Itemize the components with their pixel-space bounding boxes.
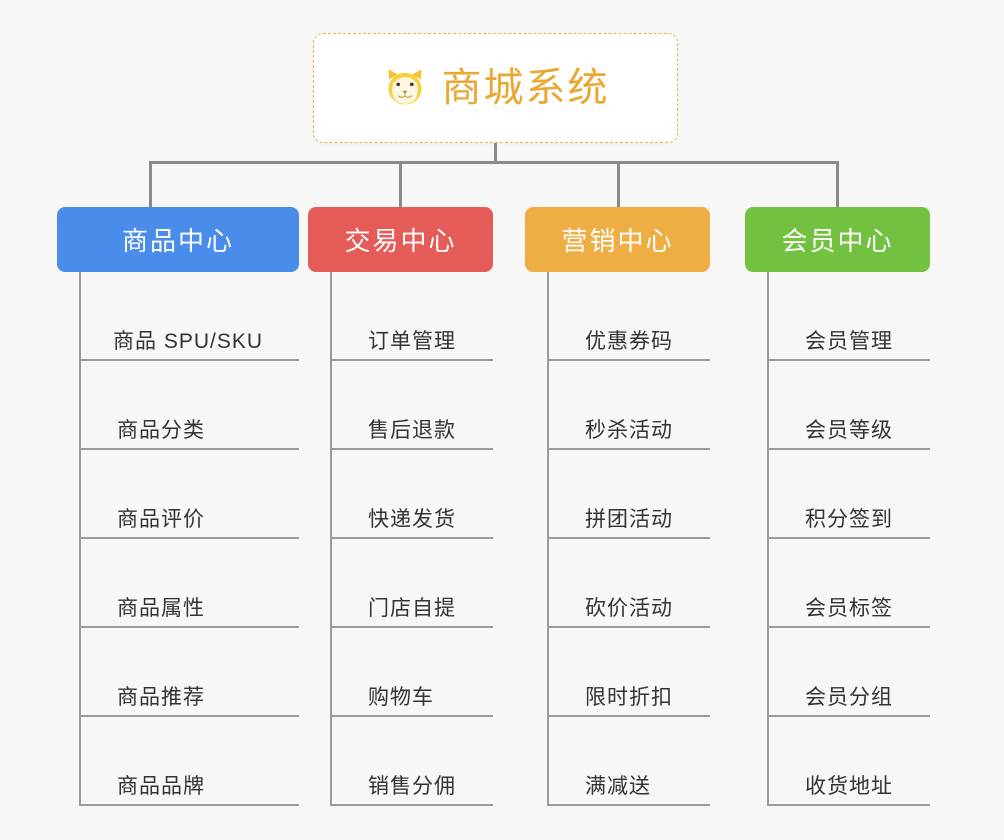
leaf-label: 秒杀活动 — [549, 419, 710, 450]
horizontal-bus-connector — [149, 161, 839, 164]
branch-column-marketing: 营销中心 优惠券码 秒杀活动 拼团活动 砍价活动 限时折扣 满减送 — [525, 207, 710, 806]
leaf-label: 满减送 — [549, 775, 710, 806]
list-item[interactable]: 收货地址 — [769, 717, 930, 806]
list-item[interactable]: 满减送 — [549, 717, 710, 806]
category-box-trade[interactable]: 交易中心 — [308, 207, 493, 272]
leaf-label: 订单管理 — [332, 330, 493, 361]
list-item[interactable]: 会员分组 — [769, 628, 930, 717]
leaf-label: 限时折扣 — [549, 686, 710, 717]
leaf-list-trade: 订单管理 售后退款 快递发货 门店自提 购物车 销售分佣 — [330, 272, 493, 806]
leaf-label: 门店自提 — [332, 597, 493, 628]
leaf-label: 拼团活动 — [549, 508, 710, 539]
leaf-label: 商品 SPU/SKU — [81, 330, 299, 361]
list-item[interactable]: 快递发货 — [332, 450, 493, 539]
list-item[interactable]: 秒杀活动 — [549, 361, 710, 450]
list-item[interactable]: 限时折扣 — [549, 628, 710, 717]
leaf-label: 砍价活动 — [549, 597, 710, 628]
leaf-label: 售后退款 — [332, 419, 493, 450]
category-label: 会员中心 — [781, 226, 894, 256]
leaf-label: 商品评价 — [81, 508, 299, 539]
leaf-label: 会员分组 — [769, 686, 930, 717]
list-item[interactable]: 商品推荐 — [81, 628, 299, 717]
leaf-label: 优惠券码 — [549, 330, 710, 361]
list-item[interactable]: 会员标签 — [769, 539, 930, 628]
leaf-list-product: 商品 SPU/SKU 商品分类 商品评价 商品属性 商品推荐 商品品牌 — [79, 272, 299, 806]
drop-connector-3 — [836, 161, 839, 208]
leaf-label: 销售分佣 — [332, 775, 493, 806]
list-item[interactable]: 拼团活动 — [549, 450, 710, 539]
category-box-product[interactable]: 商品中心 — [57, 207, 299, 272]
category-label: 商品中心 — [121, 226, 234, 256]
category-label: 交易中心 — [344, 226, 457, 256]
leaf-list-member: 会员管理 会员等级 积分签到 会员标签 会员分组 收货地址 — [767, 272, 930, 806]
leaf-label: 购物车 — [332, 686, 493, 717]
root-trunk-connector — [494, 143, 497, 163]
leaf-label: 快递发货 — [332, 508, 493, 539]
list-item[interactable]: 售后退款 — [332, 361, 493, 450]
list-item[interactable]: 商品分类 — [81, 361, 299, 450]
list-item[interactable]: 积分签到 — [769, 450, 930, 539]
list-item[interactable]: 会员等级 — [769, 361, 930, 450]
branch-column-member: 会员中心 会员管理 会员等级 积分签到 会员标签 会员分组 收货地址 — [745, 207, 930, 806]
leaf-label: 商品推荐 — [81, 686, 299, 717]
leaf-label: 积分签到 — [769, 508, 930, 539]
leaf-list-marketing: 优惠券码 秒杀活动 拼团活动 砍价活动 限时折扣 满减送 — [547, 272, 710, 806]
category-box-marketing[interactable]: 营销中心 — [525, 207, 710, 272]
root-node[interactable]: 商城系统 — [313, 33, 678, 143]
drop-connector-0 — [149, 161, 152, 208]
list-item[interactable]: 门店自提 — [332, 539, 493, 628]
leaf-label: 商品品牌 — [81, 775, 299, 806]
leaf-label: 会员等级 — [769, 419, 930, 450]
branch-column-trade: 交易中心 订单管理 售后退款 快递发货 门店自提 购物车 销售分佣 — [308, 207, 493, 806]
root-title: 商城系统 — [441, 66, 610, 110]
drop-connector-1 — [399, 161, 402, 208]
category-label: 营销中心 — [561, 226, 674, 256]
leaf-label: 收货地址 — [769, 775, 930, 806]
category-box-member[interactable]: 会员中心 — [745, 207, 930, 272]
list-item[interactable]: 购物车 — [332, 628, 493, 717]
list-item[interactable]: 商品属性 — [81, 539, 299, 628]
branch-column-product: 商品中心 商品 SPU/SKU 商品分类 商品评价 商品属性 商品推荐 商品品牌 — [57, 207, 299, 806]
leaf-label: 会员管理 — [769, 330, 930, 361]
list-item[interactable]: 销售分佣 — [332, 717, 493, 806]
leaf-label: 会员标签 — [769, 597, 930, 628]
leaf-label: 商品属性 — [81, 597, 299, 628]
list-item[interactable]: 商品品牌 — [81, 717, 299, 806]
list-item[interactable]: 会员管理 — [769, 272, 930, 361]
list-item[interactable]: 商品 SPU/SKU — [81, 272, 299, 361]
list-item[interactable]: 订单管理 — [332, 272, 493, 361]
list-item[interactable]: 优惠券码 — [549, 272, 710, 361]
shiba-dog-face-icon — [387, 69, 422, 105]
list-item[interactable]: 商品评价 — [81, 450, 299, 539]
leaf-label: 商品分类 — [81, 419, 299, 450]
list-item[interactable]: 砍价活动 — [549, 539, 710, 628]
drop-connector-2 — [617, 161, 620, 208]
